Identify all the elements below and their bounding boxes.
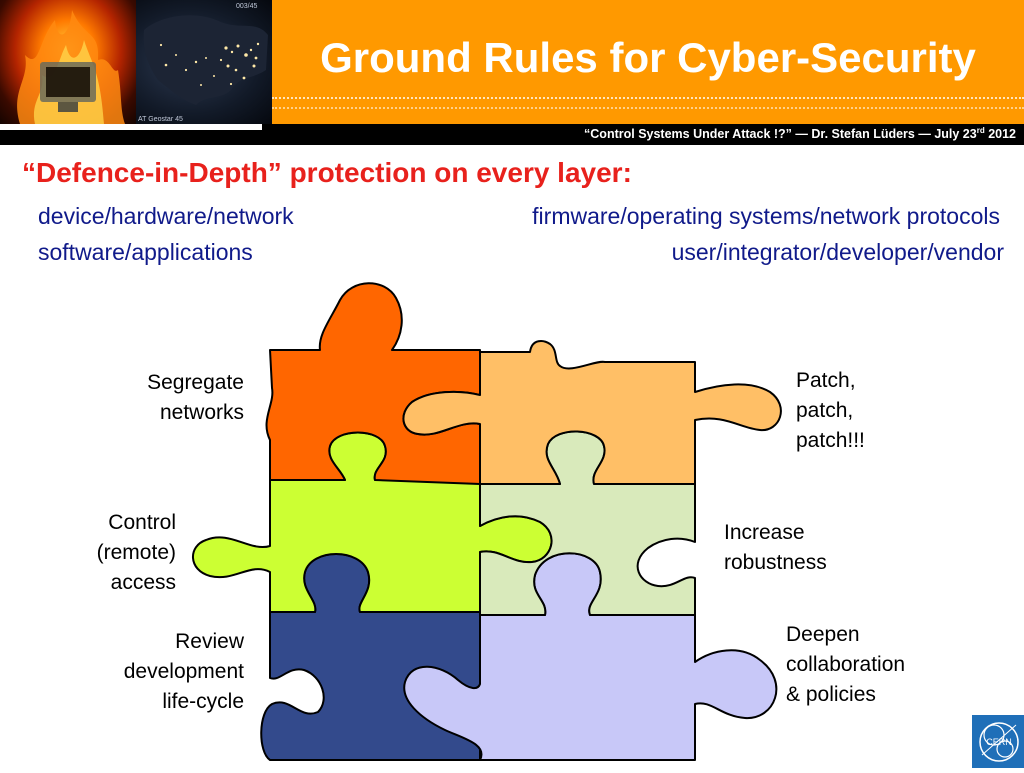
puzzle-piece-patch (402, 340, 782, 485)
subtitle-sup: rd (976, 126, 985, 135)
label-review-lifecycle: Review development life-cycle (124, 627, 244, 717)
label-line: development (123, 660, 244, 683)
label-line: Review (175, 630, 244, 653)
layer-software: software/applications (38, 239, 253, 265)
label-line: Segregate (147, 371, 244, 394)
label-line: robustness (724, 551, 827, 574)
label-line: patch!!! (796, 429, 865, 452)
label-segregate-networks: Segregate networks (147, 368, 244, 428)
label-increase-robustness: Increase robustness (724, 518, 827, 578)
slide-title: Ground Rules for Cyber-Security (320, 34, 976, 81)
night-map-image: 003/45 AT Geostar 45 (136, 0, 272, 124)
label-line: Patch, (796, 369, 856, 392)
layer-user: user/integrator/developer/vendor (671, 239, 1004, 265)
talk-subtitle: “Control Systems Under Attack !?” — Dr. … (584, 126, 1016, 143)
layer-firmware: firmware/operating systems/network proto… (532, 203, 1000, 229)
subtitle-main: “Control Systems Under Attack !?” — Dr. … (584, 127, 977, 141)
cern-logo: CERN (972, 715, 1024, 768)
label-line: life-cycle (162, 690, 244, 713)
label-patch: Patch, patch, patch!!! (796, 366, 865, 456)
subtitle-year: 2012 (984, 127, 1016, 141)
dotted-divider-2 (272, 107, 1024, 109)
layer-device: device/hardware/network (38, 203, 294, 229)
subtitle-bar (0, 124, 1024, 145)
label-line: & policies (786, 683, 876, 706)
dotted-divider (272, 97, 1024, 99)
label-line: patch, (796, 399, 854, 422)
label-deepen-collaboration: Deepen collaboration & policies (786, 620, 905, 710)
label-line: access (110, 571, 176, 594)
label-line: Control (108, 511, 176, 534)
label-line: (remote) (96, 541, 176, 564)
header-banner: 003/45 AT Geostar 45 Ground Rules for Cy… (0, 0, 1024, 124)
label-control-access: Control (remote) access (97, 508, 176, 598)
bar-notch (0, 124, 262, 130)
cern-logo-text: CERN (986, 737, 1012, 747)
label-line: networks (159, 401, 244, 424)
label-line: Increase (724, 521, 805, 544)
section-heading: “Defence-in-Depth” protection on every l… (22, 157, 632, 188)
label-line: Deepen (786, 623, 860, 646)
svg-text:AT Geostar 45: AT Geostar 45 (138, 116, 183, 123)
label-line: collaboration (786, 653, 906, 676)
burning-computer-image (0, 0, 136, 124)
svg-text:003/45: 003/45 (236, 3, 258, 10)
